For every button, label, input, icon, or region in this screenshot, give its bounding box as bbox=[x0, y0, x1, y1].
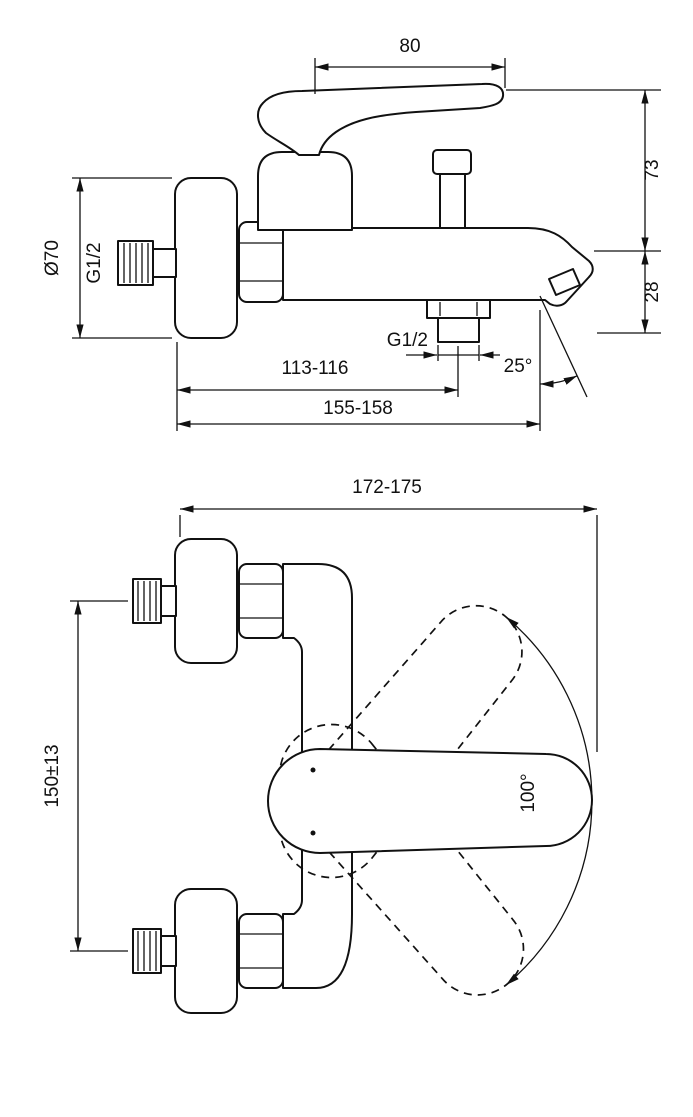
handle-dashed-up bbox=[278, 604, 523, 879]
wall-flange bbox=[174, 888, 238, 1014]
dim-handle-swing: 100° bbox=[518, 773, 539, 812]
mounting-nut bbox=[238, 913, 284, 989]
inlet-thread-hatch bbox=[137, 931, 157, 971]
inlet-thread bbox=[132, 928, 162, 974]
mounting-nut bbox=[238, 563, 284, 639]
handle-dashed-down bbox=[278, 723, 525, 996]
inlet-collar bbox=[152, 248, 177, 278]
inlet-collar bbox=[160, 585, 177, 617]
diverter-knob bbox=[432, 149, 472, 175]
handle-swing-arc bbox=[505, 616, 593, 986]
handle-screw-dot bbox=[310, 830, 316, 836]
dim-wall-to-outlet: 113-116 bbox=[282, 358, 349, 379]
label-inlet-thread: G1/2 bbox=[84, 242, 105, 283]
aerator bbox=[548, 268, 581, 296]
wall-flange bbox=[174, 538, 238, 664]
mounting-nut-facets bbox=[239, 933, 283, 969]
cartridge-body bbox=[257, 151, 353, 231]
spout-angle-line bbox=[539, 295, 588, 398]
inlet-thread-hatch bbox=[123, 243, 149, 283]
mounting-nut-facets bbox=[239, 583, 283, 619]
wall-flange bbox=[174, 177, 238, 339]
mixer-body-spout bbox=[282, 227, 594, 307]
bottom-outlet-facets bbox=[439, 302, 478, 316]
dim-spout-angle: 25° bbox=[504, 356, 533, 377]
spout-angle-arc bbox=[539, 375, 578, 388]
bottom-outlet-thread bbox=[437, 317, 480, 343]
handle-screw-dot bbox=[310, 767, 316, 773]
plan-view: 100° 172-175 150±13 bbox=[42, 477, 598, 1014]
label-outlet-thread: G1/2 bbox=[387, 330, 428, 351]
inlet-thread-hatch bbox=[137, 581, 157, 621]
dim-wall-to-spout: 155-158 bbox=[323, 398, 393, 419]
inlet-collar bbox=[160, 935, 177, 967]
side-view: 80 73 28 Ø70 G1/2 G1/2 113-116 155-158 bbox=[42, 36, 663, 431]
dim-overall-depth: 172-175 bbox=[352, 477, 422, 498]
mounting-nut bbox=[238, 221, 284, 303]
plan-handle bbox=[267, 748, 593, 854]
dim-height: 73 bbox=[642, 159, 663, 180]
mounting-nut-facets bbox=[239, 242, 283, 282]
dim-inlet-distance: 150±13 bbox=[42, 744, 63, 807]
ext-line bbox=[437, 345, 480, 361]
dim-handle-width: 80 bbox=[399, 36, 420, 57]
handle-lever bbox=[257, 82, 505, 156]
inlet-thread bbox=[132, 578, 162, 624]
dim-flange-diameter: Ø70 bbox=[42, 240, 63, 276]
bottom-outlet-flange bbox=[426, 299, 491, 319]
diverter-stem bbox=[439, 173, 466, 233]
dim-spout-drop: 28 bbox=[642, 281, 663, 302]
